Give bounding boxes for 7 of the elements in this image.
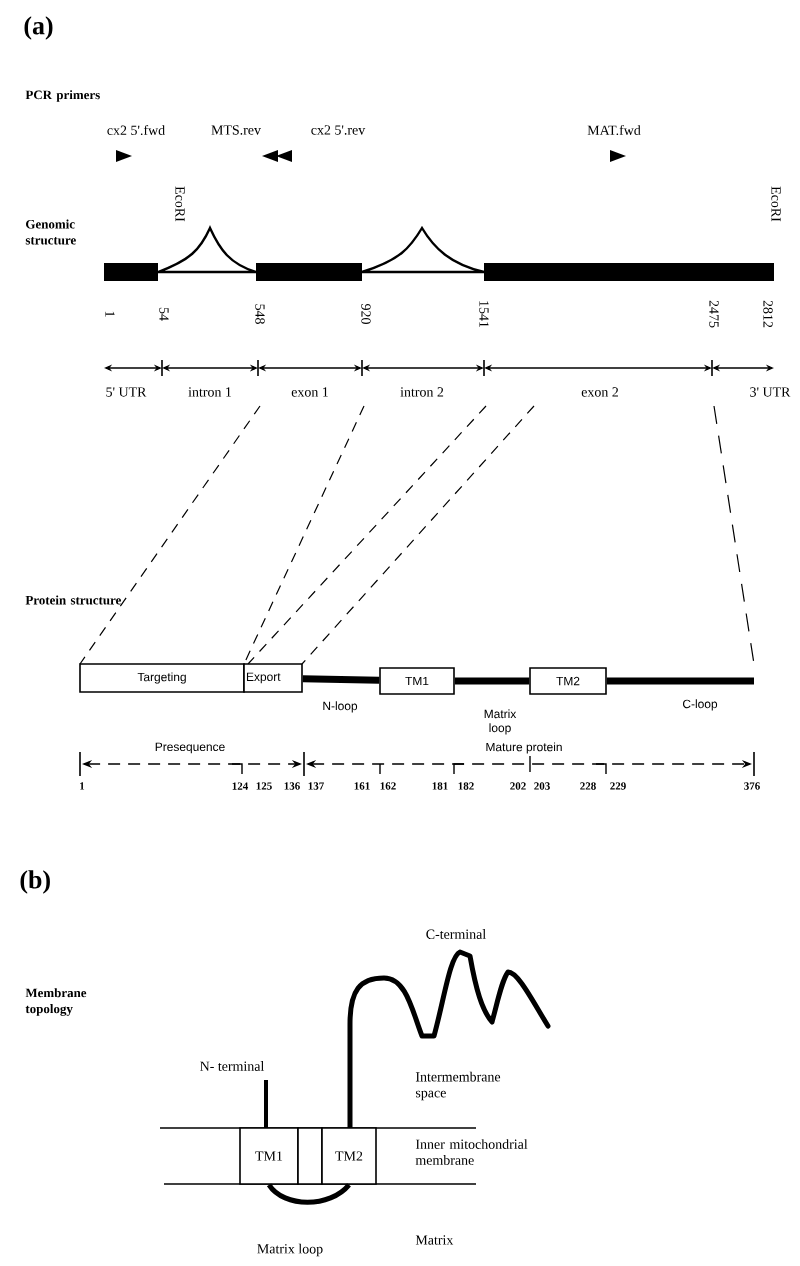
connector-line: [606, 677, 754, 685]
panel-label: (b): [20, 870, 50, 894]
connector-line: [267, 1183, 351, 1205]
connector-line: [302, 675, 380, 684]
connector-line: [454, 677, 530, 685]
membrane-segment-box: [297, 1127, 323, 1185]
panel-label: (a): [24, 16, 53, 40]
